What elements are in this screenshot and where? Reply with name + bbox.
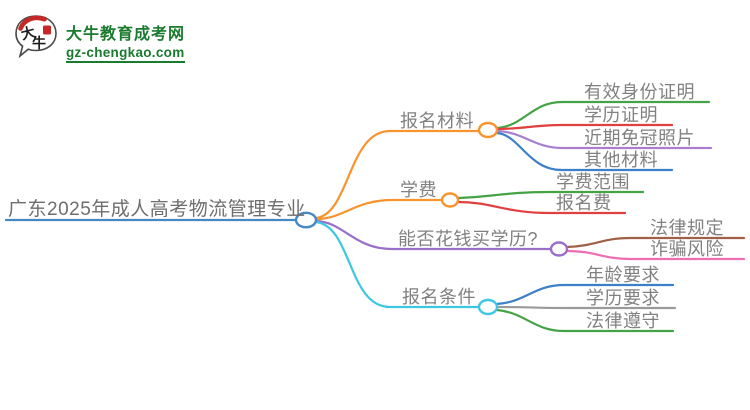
root-label: 广东2025年成人高考物流管理专业 [8, 199, 306, 220]
branch-3-child-2-label: 法律遵守 [586, 311, 660, 331]
branch-0-child-0-label: 有效身份证明 [584, 82, 695, 102]
branch-0-child-0-curve [495, 100, 711, 130]
branch-0-label: 报名材料 [400, 111, 474, 131]
branch-3-child-2-curve [495, 308, 675, 333]
site-name: 大牛教育成考网 [66, 26, 186, 43]
branch-3-label: 报名条件 [402, 287, 476, 307]
branch-2-child-0-label: 法律规定 [650, 218, 724, 238]
branch-2-child-1-label: 诈骗风险 [650, 239, 724, 259]
branch-3-child-1-label: 学历要求 [586, 288, 660, 308]
root-node-circle [294, 211, 318, 229]
logo-icon-char-2: 牛 [32, 35, 46, 51]
branch-1-child-1-curve [456, 200, 627, 215]
branch-0-child-3-label: 其他材料 [584, 150, 658, 170]
branch-3-child-1-curve [495, 305, 677, 310]
branch-0-child-1-label: 学历证明 [584, 105, 658, 125]
branch-1-child-0-curve [456, 190, 645, 200]
branch-2-child-1-curve [565, 249, 746, 261]
branch-2-curve [314, 219, 552, 251]
branch-1-child-0-label: 学费范围 [556, 172, 630, 192]
branch-0-node-circle [477, 121, 499, 139]
branch-0-child-1-curve [495, 123, 674, 131]
site-logo[interactable]: 大 牛 大牛教育成考网 gz-chengkao.com [13, 13, 185, 63]
branch-1-label: 学费 [400, 180, 437, 200]
branch-0-child-3-curve [495, 131, 674, 172]
logo-red-seal [43, 25, 51, 35]
branch-1-node-circle [440, 192, 460, 208]
branch-0-child-2-label: 近期免冠照片 [584, 128, 695, 148]
logo-icon-char-1: 大 [19, 24, 36, 43]
logo-red-arc [18, 15, 47, 31]
branch-2-child-0-curve [565, 236, 746, 249]
logo-bubble-icon: 大 牛 [15, 15, 57, 59]
branch-1-child-1-label: 报名费 [556, 193, 612, 213]
branch-3-child-0-curve [495, 283, 675, 306]
branch-3-node-circle [477, 298, 499, 316]
branch-3-child-0-label: 年龄要求 [586, 265, 660, 285]
logo-text-block: 大牛教育成考网 gz-chengkao.com [66, 13, 185, 63]
branch-0-curve [314, 129, 481, 220]
site-url: gz-chengkao.com [66, 45, 185, 63]
branch-2-node-circle [549, 241, 569, 257]
branch-3-curve [314, 220, 481, 309]
branch-1-curve [314, 198, 444, 221]
branch-0-child-2-curve [495, 129, 713, 150]
branch-2-label: 能否花钱买学历? [398, 229, 539, 249]
